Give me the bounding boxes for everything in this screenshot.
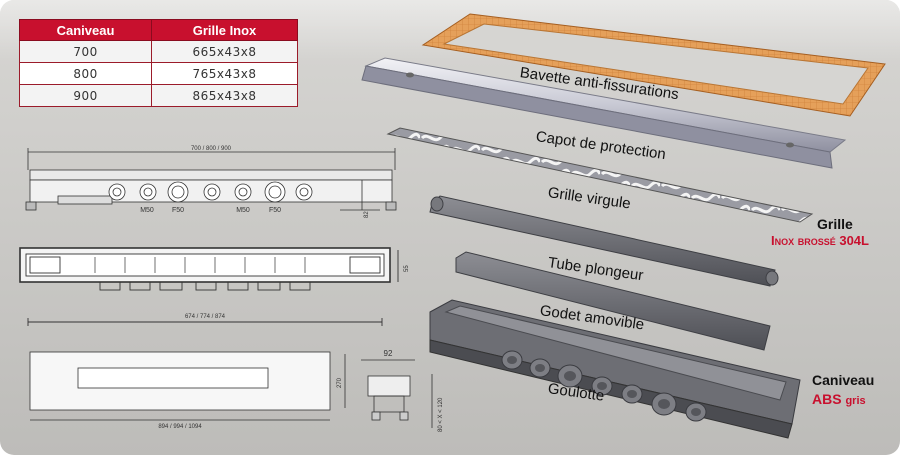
header-caniveau: Caniveau bbox=[18, 19, 153, 41]
dim-bottom-side-text: 270 bbox=[337, 377, 343, 388]
goulotte-part bbox=[429, 299, 801, 439]
table-cell: 900 bbox=[18, 84, 153, 107]
caniveau-material-abs: ABS bbox=[812, 391, 842, 407]
dim-plan-side-text: 55 bbox=[404, 265, 410, 272]
header-grille-inox: Grille Inox bbox=[151, 19, 298, 41]
grille-callout-title: Grille bbox=[817, 216, 853, 232]
table-row: 700 665x43x8 bbox=[18, 40, 298, 63]
caniveau-callout-material: ABS gris bbox=[812, 391, 866, 407]
table-cell: 865x43x8 bbox=[151, 84, 298, 107]
outlet-label: F50 bbox=[269, 207, 281, 214]
grille-part bbox=[386, 127, 814, 223]
dim-height-text: 82 bbox=[364, 211, 370, 218]
capot-part bbox=[361, 57, 847, 169]
tube-part bbox=[429, 195, 779, 287]
outlet-label: F50 bbox=[172, 207, 184, 214]
outlet-label: M50 bbox=[140, 207, 154, 214]
dim-section-width-text: 92 bbox=[384, 349, 393, 358]
section-view bbox=[361, 359, 433, 428]
dim-plan-width-text: 674 / 774 / 874 bbox=[185, 314, 226, 320]
spec-table-header: Caniveau Grille Inox bbox=[18, 19, 298, 41]
spec-table: Caniveau Grille Inox 700 665x43x8 800 76… bbox=[18, 19, 298, 107]
caniveau-callout-title: Caniveau bbox=[812, 372, 875, 388]
dim-top-text: 700 / 800 / 900 bbox=[191, 146, 232, 152]
plan-view bbox=[19, 247, 399, 326]
table-row: 900 865x43x8 bbox=[18, 84, 298, 107]
table-cell: 700 bbox=[18, 40, 153, 63]
grille-callout-material: Inox brossé 304L bbox=[771, 233, 869, 248]
caniveau-material-color: gris bbox=[845, 395, 866, 407]
godet-part bbox=[455, 251, 771, 351]
dim-bottom-width-text: 894 / 994 / 1094 bbox=[158, 424, 202, 430]
table-cell: 800 bbox=[18, 62, 153, 85]
bavette-part bbox=[421, 13, 886, 117]
elevation-view bbox=[25, 148, 397, 211]
dim-section-height-text: 80 < X < 120 bbox=[438, 397, 444, 432]
table-cell: 765x43x8 bbox=[151, 62, 298, 85]
outlet-label: M50 bbox=[236, 207, 250, 214]
bottom-view bbox=[29, 351, 346, 421]
table-row: 800 765x43x8 bbox=[18, 62, 298, 85]
